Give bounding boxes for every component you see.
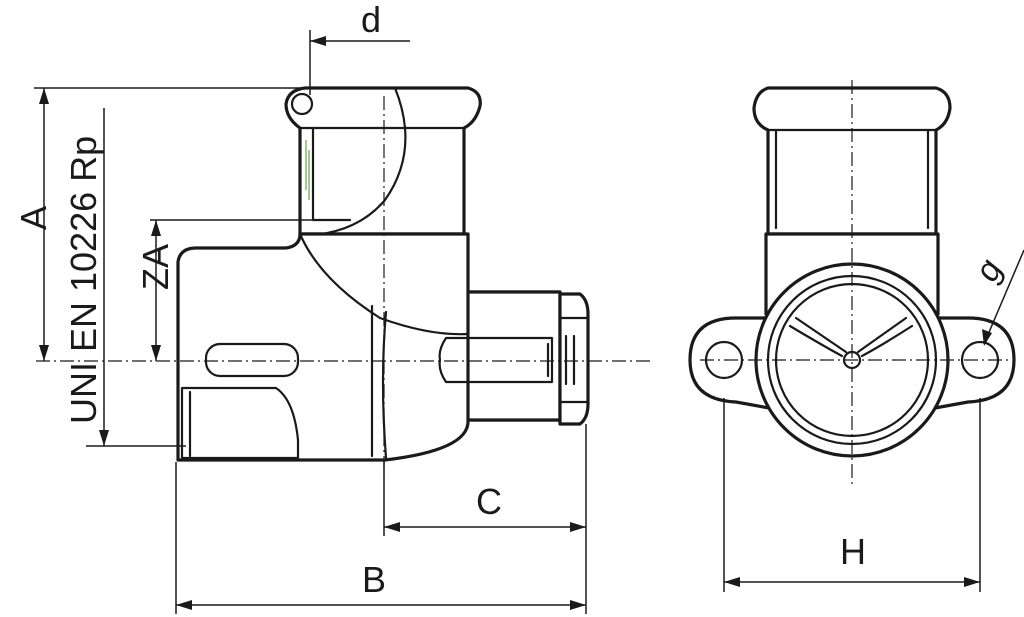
- label-ZA: ZA: [135, 244, 176, 290]
- label-A: A: [13, 206, 54, 230]
- mounting-slot: [204, 342, 300, 378]
- fitting-body: [176, 232, 562, 462]
- label-C: C: [476, 481, 502, 522]
- label-thread-standard: UNI EN 10226 Rp: [63, 136, 104, 424]
- label-H: H: [840, 531, 866, 572]
- press-socket-top: [284, 86, 482, 236]
- side-dimensions: d A ZA UNI EN 10226 Rp C B: [13, 0, 587, 614]
- label-g: g: [968, 253, 1010, 288]
- side-view: [36, 86, 650, 476]
- label-B: B: [362, 559, 386, 600]
- front-dimensions: H g: [723, 249, 1024, 592]
- front-view: [688, 80, 1016, 484]
- label-d: d: [361, 0, 381, 40]
- o-ring-section: [290, 92, 314, 116]
